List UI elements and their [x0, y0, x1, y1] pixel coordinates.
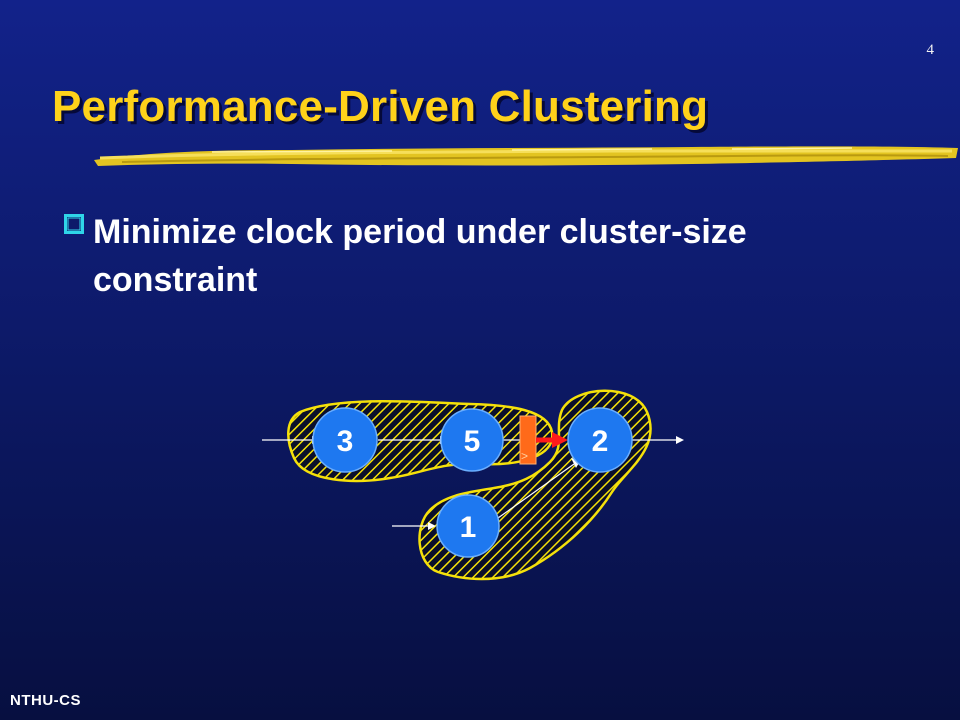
output-arrowhead-node-2: [676, 436, 684, 444]
node-5: 5: [440, 408, 504, 472]
node-3-label: 3: [337, 425, 354, 458]
critical-path-arrowhead: [552, 432, 568, 448]
title-underline-brush: [94, 146, 958, 166]
page-number: 4: [926, 42, 935, 58]
register-clock-marker: >: [521, 449, 528, 463]
slide-title: Performance-Driven Clustering: [52, 82, 709, 131]
checkbox-bullet-icon: [64, 214, 84, 234]
node-1: 1: [436, 494, 500, 558]
bullet-text: Minimize clock period under cluster-size…: [93, 213, 747, 299]
input-arrowhead-node-1: [428, 522, 436, 530]
node-3: 3: [312, 407, 378, 473]
node-5-label: 5: [464, 425, 481, 458]
clustering-diagram: > 3 5 2 1: [262, 389, 684, 581]
node-2: 2: [567, 407, 633, 473]
wire-1-to-2: [497, 463, 575, 519]
node-1-label: 1: [460, 511, 477, 544]
footer-label: NTHU-CS: [10, 692, 81, 709]
node-2-label: 2: [592, 425, 609, 458]
bullet-item: Minimize clock period under cluster-size…: [62, 208, 862, 304]
